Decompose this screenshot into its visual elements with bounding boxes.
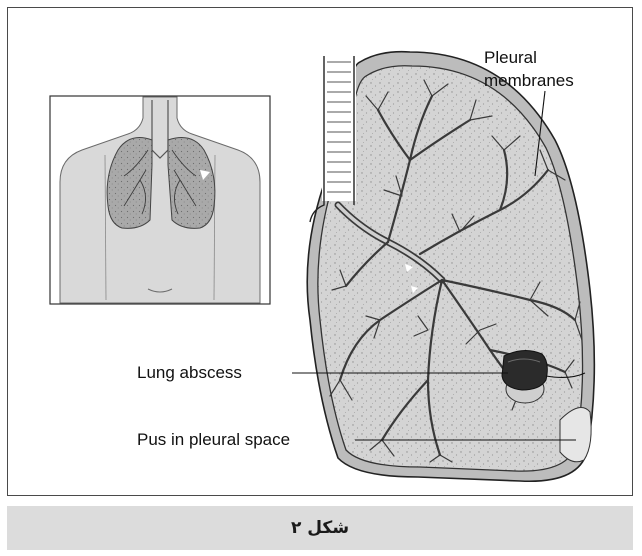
lung-abscess-lesion bbox=[502, 350, 547, 403]
label-pleural-membranes-line2: membranes bbox=[484, 71, 574, 90]
label-lung-abscess: Lung abscess bbox=[137, 363, 242, 382]
lung-drawing bbox=[307, 52, 594, 482]
torso-inset bbox=[50, 96, 270, 304]
figure-caption: شکل ۲ bbox=[291, 518, 349, 538]
caption-bar: شکل ۲ bbox=[7, 506, 633, 550]
label-pleural-membranes-line1: Pleural bbox=[484, 48, 537, 67]
lung-illustration: Pleural membranes Lung abscess Pus in pl… bbox=[7, 7, 633, 496]
pleural-pus bbox=[560, 408, 591, 462]
trachea bbox=[310, 56, 356, 222]
label-pus-in-pleural-space: Pus in pleural space bbox=[137, 430, 290, 449]
